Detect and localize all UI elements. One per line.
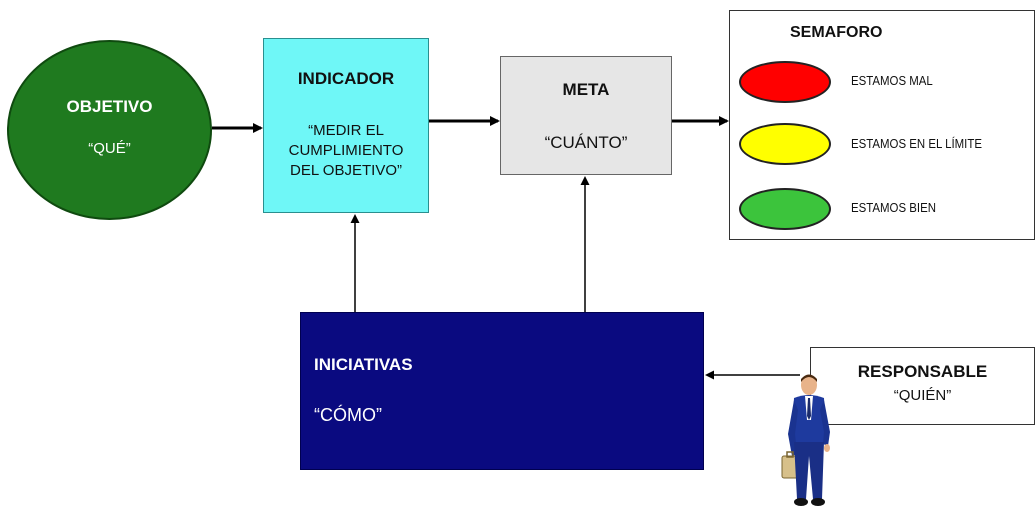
- iniciativas-title: INICIATIVAS: [314, 355, 413, 374]
- responsable-title: RESPONSABLE: [857, 362, 988, 381]
- businessman-icon: [781, 374, 830, 506]
- indicador-title: INDICADOR: [297, 69, 395, 88]
- objetivo-title: OBJETIVO: [66, 97, 153, 116]
- semaforo-title: SEMAFORO: [790, 24, 883, 41]
- light-label-limite: ESTAMOS EN EL LÍMITE: [851, 136, 982, 151]
- meta-title: META: [562, 80, 610, 99]
- light-label-mal: ESTAMOS MAL: [851, 73, 933, 88]
- iniciativas-subtitle: “CÓMO”: [314, 405, 382, 425]
- green-light: [739, 188, 831, 230]
- yellow-light: [739, 123, 831, 165]
- responsable-node: RESPONSABLE “QUIÉN”: [810, 347, 1035, 425]
- meta-node: META “CUÁNTO”: [500, 56, 672, 175]
- objetivo-node: OBJETIVO “QUÉ”: [7, 40, 212, 220]
- iniciativas-node: INICIATIVAS “CÓMO”: [300, 312, 704, 470]
- light-label-bien: ESTAMOS BIEN: [851, 200, 936, 215]
- meta-subtitle: “CUÁNTO”: [544, 133, 628, 152]
- responsable-subtitle: “QUIÉN”: [893, 387, 952, 404]
- indicador-node: INDICADOR “MEDIR EL CUMPLIMIENTO DEL OBJ…: [263, 38, 429, 213]
- red-light: [739, 61, 831, 103]
- objetivo-subtitle: “QUÉ”: [88, 140, 131, 157]
- semaforo-panel: SEMAFORO ESTAMOS MAL ESTAMOS EN EL LÍMIT…: [729, 10, 1035, 240]
- indicador-subtitle: “MEDIR EL CUMPLIMIENTO DEL OBJETIVO”: [288, 122, 404, 179]
